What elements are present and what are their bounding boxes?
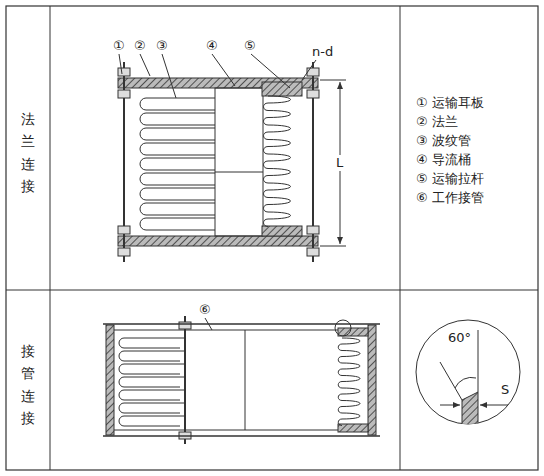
part-list-item: ④ 导流桶 — [416, 152, 471, 168]
callout-number: ⑥ — [199, 302, 211, 318]
callout-number: ② — [134, 38, 146, 54]
callout-number: ④ — [206, 38, 218, 54]
part-list-item: ⑥ 工作接管 — [416, 190, 484, 206]
part-list-item: ① 运输耳板 — [416, 95, 484, 111]
callout-number: ⑤ — [244, 38, 256, 54]
connection-type: 接管连接 — [21, 340, 35, 430]
hole-spec: n-d — [312, 44, 333, 60]
part-list-item: ⑤ 运输拉杆 — [416, 171, 484, 187]
part-list-item: ② 法兰 — [416, 114, 458, 130]
callout-number: ③ — [156, 38, 168, 54]
dimension: S — [500, 382, 510, 398]
part-list-item: ③ 波纹管 — [416, 133, 471, 149]
connection-type: 法兰连接 — [21, 108, 35, 198]
angle: 60° — [447, 330, 472, 346]
callout-number: ① — [113, 38, 125, 54]
dimension: L — [335, 155, 344, 171]
